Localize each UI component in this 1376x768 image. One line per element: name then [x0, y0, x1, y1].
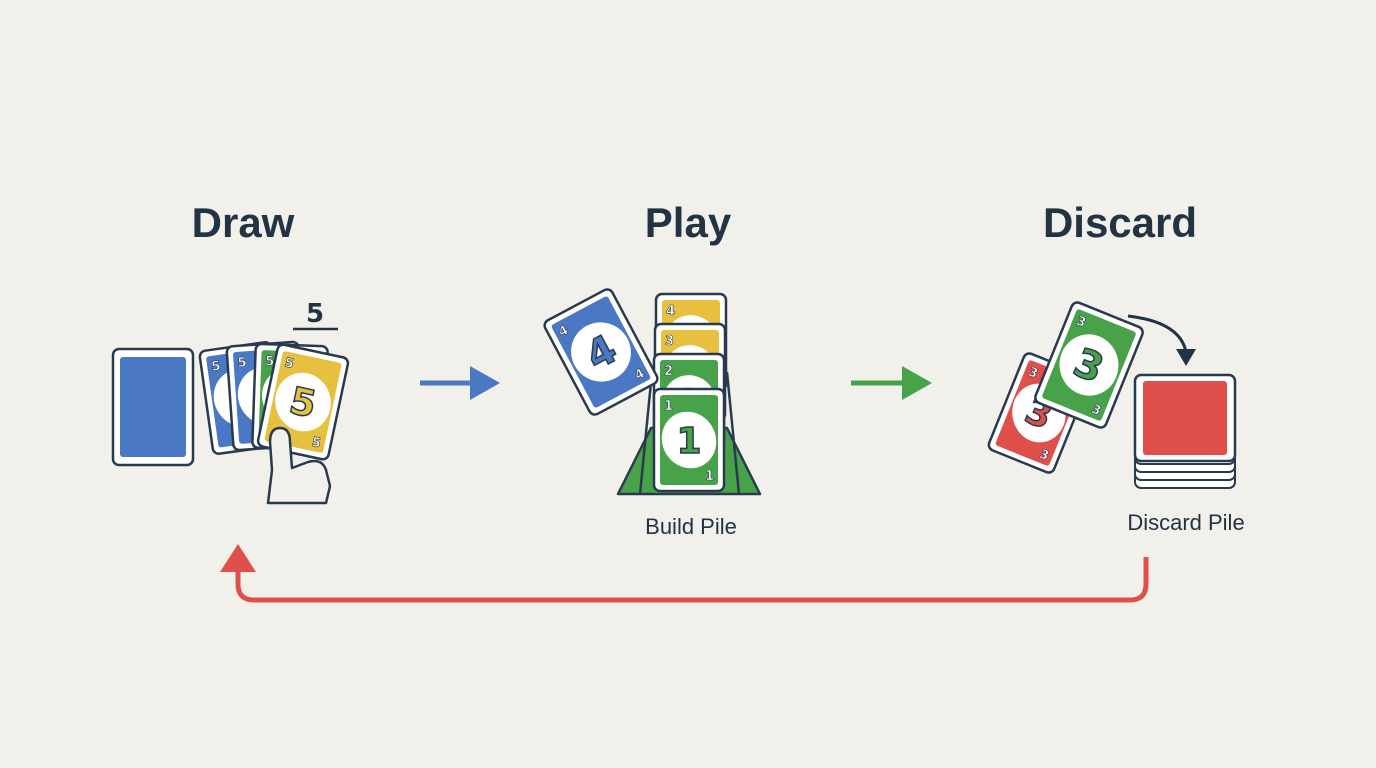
card-corner-number: 3	[665, 334, 674, 349]
hand-card: 555	[256, 343, 350, 461]
draw-count-label: 5	[306, 299, 324, 329]
draw-pile-card	[111, 347, 195, 467]
card-corner-number: 1	[664, 399, 673, 414]
card-corner-number: 2	[664, 364, 673, 379]
discard-pile	[1133, 373, 1237, 489]
discarded-card: 333	[1034, 301, 1144, 429]
arrow-discard-to-draw	[220, 544, 1149, 603]
card-corner-number: 5	[210, 359, 221, 375]
build-pile-card: 111	[652, 387, 726, 493]
played-card-face: 444	[543, 288, 659, 416]
build-pile-label: Build Pile	[645, 514, 737, 539]
discard-pile-label: Discard Pile	[1127, 510, 1244, 535]
hand-icon	[266, 426, 332, 505]
hand-of-cards: 555555555555	[198, 340, 350, 461]
card-corner-number: 5	[283, 356, 295, 373]
arrow-draw-to-play	[420, 366, 500, 400]
card-center-number: 1	[676, 421, 701, 462]
play-title: Play	[645, 199, 732, 246]
played-card: 444	[543, 288, 659, 416]
arrow-play-to-discard	[851, 366, 932, 400]
card-corner-number: 5	[237, 355, 247, 371]
card-corner-number: 5	[265, 354, 275, 369]
card-corner-number: 4	[666, 304, 675, 319]
draw-title: Draw	[192, 199, 295, 246]
arrow-into-discard-pile	[1127, 314, 1196, 366]
build-pile-stack: 444333222111	[652, 292, 728, 493]
card-corner-number: 1	[705, 469, 714, 484]
discard-title: Discard	[1043, 199, 1197, 246]
card-corner-number: 5	[310, 435, 322, 452]
